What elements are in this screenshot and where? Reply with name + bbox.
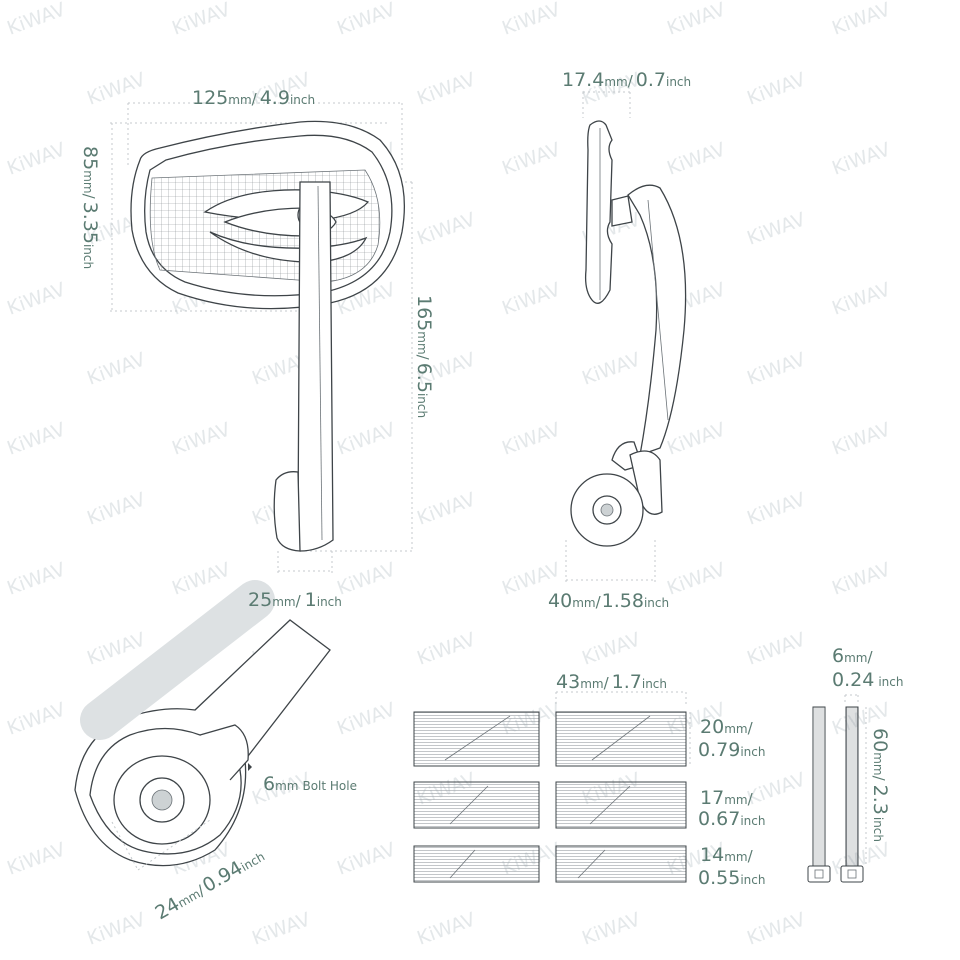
bolt-set <box>807 694 867 883</box>
watermark-text: KiWAV <box>744 208 808 249</box>
side-view <box>565 91 687 585</box>
label-spacer-17-inch: 0.67inch <box>698 808 765 830</box>
watermark-text: KiWAV <box>499 418 563 459</box>
watermark-text: KiWAV <box>334 838 398 879</box>
watermark-text: KiWAV <box>829 558 893 599</box>
watermark-text: KiWAV <box>579 348 643 389</box>
label-spacer-20-inch: 0.79inch <box>698 739 765 761</box>
watermark-text: KiWAV <box>829 418 893 459</box>
label-bolt-diameter: 6mm/ <box>832 645 873 667</box>
watermark-text: KiWAV <box>169 418 233 459</box>
watermark-text: KiWAV <box>414 628 478 669</box>
watermark-text: KiWAV <box>744 768 808 809</box>
watermark-text: KiWAV <box>664 418 728 459</box>
watermark-text: KiWAV <box>169 0 233 40</box>
watermark-text: KiWAV <box>664 138 728 179</box>
watermark-text: KiWAV <box>4 838 68 879</box>
watermark-text: KiWAV <box>829 0 893 40</box>
label-total-height: 165mm/6.5inch <box>413 295 435 418</box>
watermark-text: KiWAV <box>499 278 563 319</box>
label-bolt-length: 60mm/2.3inch <box>869 728 891 842</box>
watermark-text: KiWAV <box>84 488 148 529</box>
watermark-text: KiWAV <box>744 68 808 109</box>
watermark-text: KiWAV <box>169 558 233 599</box>
watermark-text: KiWAV <box>4 138 68 179</box>
front-view <box>110 102 413 575</box>
watermark-text: KiWAV <box>579 628 643 669</box>
clamp-detail <box>74 580 331 871</box>
spacer-14mm-b <box>555 845 687 883</box>
watermark-text: KiWAV <box>4 698 68 739</box>
spacer-set <box>413 691 691 883</box>
watermark-text: KiWAV <box>744 488 808 529</box>
label-mount-width: 40mm/1.58inch <box>548 590 669 612</box>
watermark-text: KiWAV <box>4 558 68 599</box>
watermark-text: KiWAV <box>499 138 563 179</box>
watermark-text: KiWAV <box>499 0 563 40</box>
watermark-text: KiWAV <box>414 908 478 949</box>
watermark-text: KiWAV <box>579 908 643 949</box>
watermark-text: KiWAV <box>334 418 398 459</box>
watermark-text: KiWAV <box>334 698 398 739</box>
watermark-text: KiWAV <box>414 208 478 249</box>
watermark-text: KiWAV <box>414 68 478 109</box>
mirror-edge <box>584 120 613 304</box>
label-front-width: 125mm/4.9inch <box>192 87 315 109</box>
label-spacer-20: 20mm/ <box>700 716 754 738</box>
bolt-2 <box>840 706 864 883</box>
watermark-text: KiWAV <box>84 68 148 109</box>
label-arm-width: 25mm/1inch <box>248 589 342 611</box>
watermark-text: KiWAV <box>744 348 808 389</box>
spacer-17mm-b <box>555 781 687 829</box>
mirror-arm <box>296 181 334 552</box>
label-spacer-width: 43mm/1.7inch <box>556 671 667 693</box>
watermark-text: KiWAV <box>334 558 398 599</box>
watermark-text: KiWAV <box>744 628 808 669</box>
watermark-text: KiWAV <box>829 278 893 319</box>
label-spacer-17: 17mm/ <box>700 787 754 809</box>
label-side-depth: 17.4mm/0.7inch <box>562 69 691 91</box>
watermark-text: KiWAV <box>4 278 68 319</box>
watermark-text: KiWAV <box>84 628 148 669</box>
watermark-text: KiWAV <box>249 908 313 949</box>
spacer-14mm-a <box>413 845 540 883</box>
watermark-text: KiWAV <box>84 908 148 949</box>
watermark-text: KiWAV <box>664 0 728 40</box>
bolt-1 <box>807 706 831 883</box>
spacer-17mm-a <box>413 781 540 829</box>
watermark-text: KiWAV <box>334 0 398 40</box>
label-spacer-14: 14mm/ <box>700 844 754 866</box>
watermark-text: KiWAV <box>744 908 808 949</box>
spacer-20mm-b <box>555 711 687 767</box>
watermark-text: KiWAV <box>829 138 893 179</box>
label-front-height: 85mm/3.35inch <box>79 146 101 269</box>
watermark-text: KiWAV <box>4 418 68 459</box>
label-spacer-14-inch: 0.55inch <box>698 867 765 889</box>
watermark-text: KiWAV <box>4 0 68 40</box>
watermark-text: KiWAV <box>414 488 478 529</box>
watermark-text: KiWAV <box>84 348 148 389</box>
watermark-text: KiWAV <box>664 558 728 599</box>
spacer-20mm-a <box>413 711 540 767</box>
